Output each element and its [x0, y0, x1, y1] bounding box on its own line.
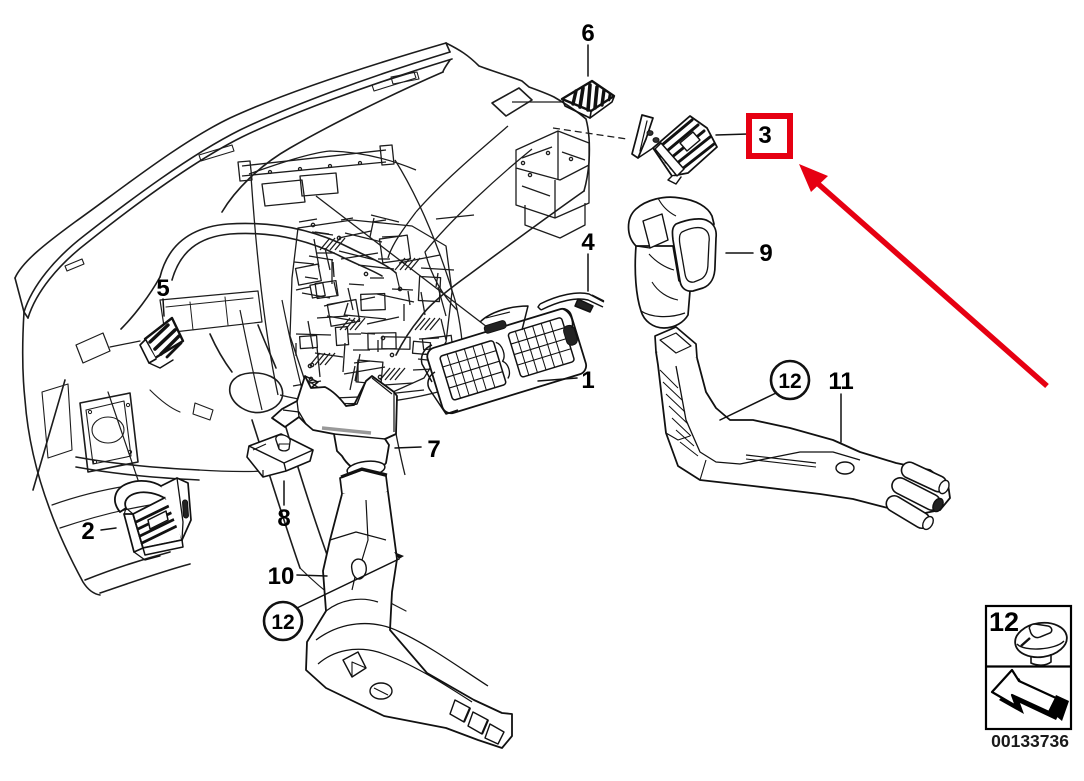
svg-text:8: 8 — [277, 505, 290, 532]
svg-text:11: 11 — [828, 368, 853, 395]
svg-text:10: 10 — [268, 563, 295, 590]
svg-text:3: 3 — [758, 122, 771, 149]
svg-text:12: 12 — [271, 611, 294, 634]
svg-text:12: 12 — [989, 607, 1019, 637]
svg-text:7: 7 — [427, 436, 440, 463]
svg-text:5: 5 — [156, 275, 169, 302]
svg-text:6: 6 — [581, 20, 594, 47]
svg-text:1: 1 — [581, 367, 594, 394]
svg-text:12: 12 — [778, 370, 801, 393]
svg-text:4: 4 — [581, 229, 595, 256]
svg-text:9: 9 — [759, 240, 772, 267]
svg-text:2: 2 — [81, 518, 94, 545]
svg-text:00133736: 00133736 — [991, 731, 1069, 751]
